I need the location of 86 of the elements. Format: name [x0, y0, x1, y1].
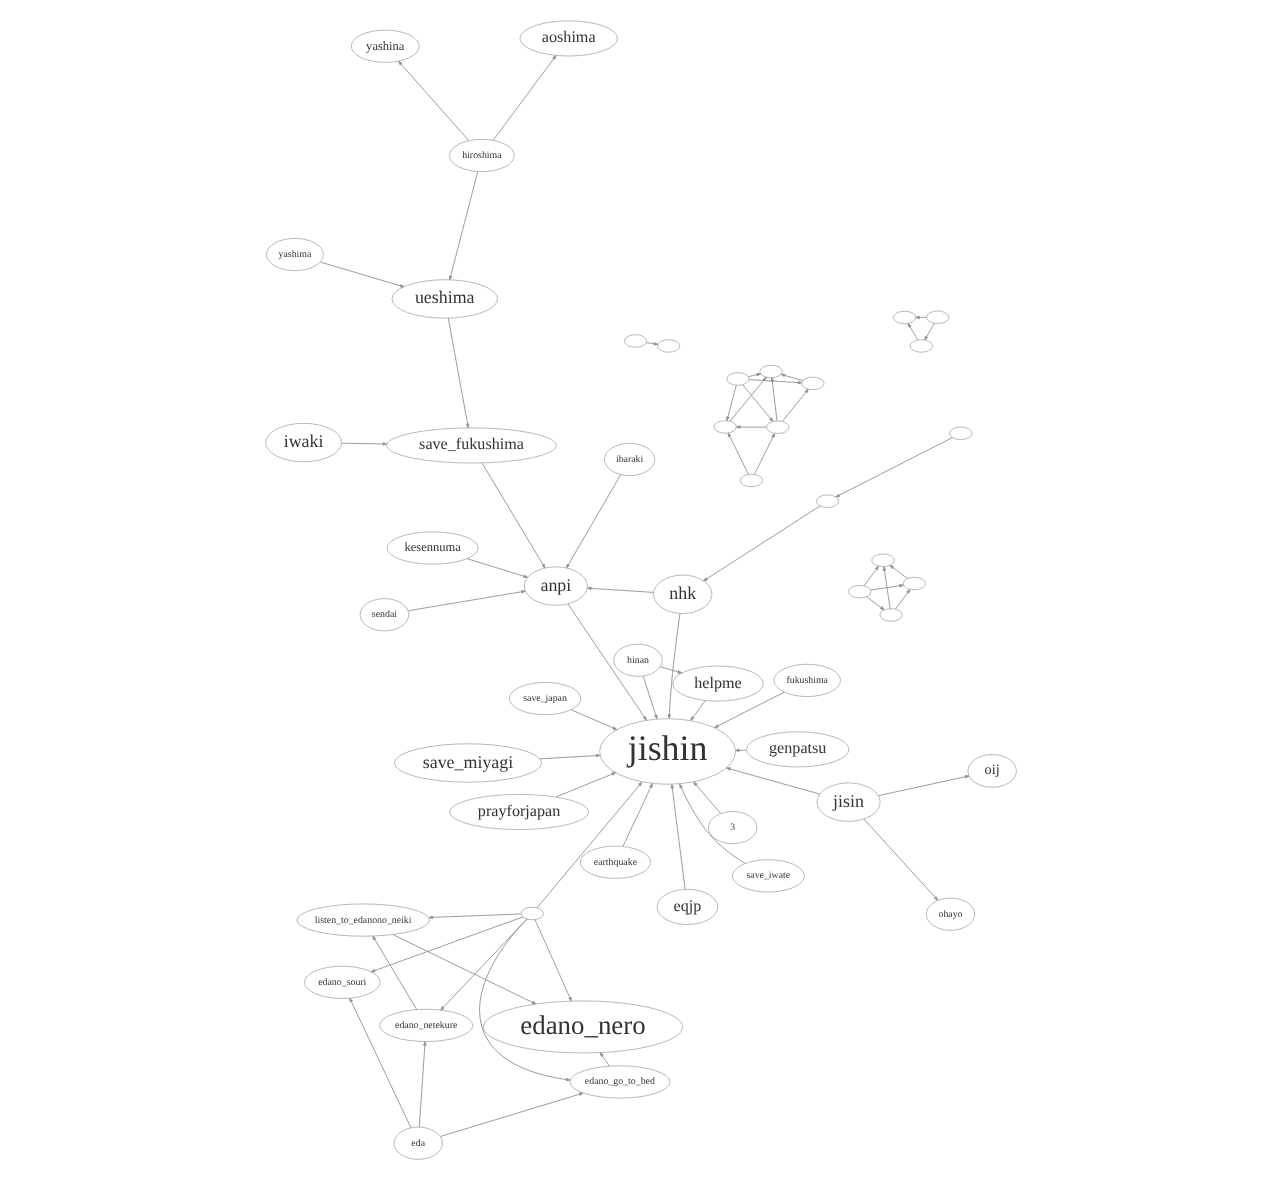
node-ellipse [800, 376, 824, 391]
arrow [862, 818, 938, 901]
arrow [535, 781, 642, 909]
node-ellipse: save_fukushima [385, 427, 556, 464]
arrow [894, 589, 910, 610]
arrow [371, 935, 417, 1010]
arrow [735, 425, 766, 429]
arrow [725, 767, 819, 795]
arrow [417, 1041, 426, 1128]
arrow [397, 60, 469, 141]
arrow [713, 691, 784, 728]
arrow [781, 388, 808, 422]
node-ellipse [925, 310, 949, 324]
node-ellipse [901, 576, 926, 591]
arrow [447, 171, 478, 281]
arrow [923, 322, 934, 341]
arrow [726, 432, 748, 475]
arrow [554, 772, 616, 798]
node-ellipse [622, 334, 647, 348]
arrow [427, 913, 521, 920]
node-ellipse: genpatsu [745, 731, 849, 768]
node-ellipse [712, 420, 736, 434]
arrow [348, 997, 411, 1129]
arrow [725, 384, 736, 421]
arrow [369, 916, 523, 973]
arrow [340, 442, 387, 446]
node-ellipse [908, 339, 933, 353]
arrow [465, 558, 527, 578]
arrow [689, 700, 705, 721]
node-ellipse: eqjp [655, 888, 718, 925]
arrow [741, 384, 773, 422]
arrow [391, 934, 536, 1005]
arrow [728, 376, 766, 422]
node-ellipse [758, 364, 782, 379]
arrow [446, 317, 469, 429]
node-ellipse [847, 584, 871, 599]
arrow [318, 261, 404, 288]
arrow [621, 783, 652, 847]
arrow [538, 753, 600, 760]
arrow [666, 612, 680, 719]
arrow [586, 586, 654, 593]
node-ellipse: iwaki [264, 422, 342, 463]
arrow [881, 566, 890, 610]
node-ellipse: ueshima [390, 279, 498, 319]
arrow [692, 781, 720, 814]
arrow [906, 323, 918, 341]
arrow [566, 603, 646, 721]
arrow [862, 565, 878, 587]
node-ellipse: save_miyagi [393, 743, 542, 783]
arrow [869, 584, 903, 591]
node-ellipse [725, 372, 749, 386]
arrow [480, 462, 545, 569]
arrow [569, 709, 617, 730]
arrow [478, 918, 570, 1082]
arrow [865, 596, 884, 611]
node-ellipse: prayforjapan [448, 793, 589, 830]
node-ellipse [738, 473, 763, 488]
arrow [491, 55, 556, 141]
arrow [641, 675, 657, 720]
arrow [734, 748, 746, 753]
arrow [888, 564, 907, 579]
node-ellipse [519, 906, 543, 921]
node-ellipse [891, 310, 916, 325]
arrow [439, 918, 527, 1011]
arrow [702, 505, 820, 582]
arrow [669, 784, 685, 890]
arrow [533, 919, 571, 1002]
arrow [753, 433, 775, 475]
node-ellipse [656, 339, 680, 353]
arrow [914, 315, 926, 320]
arrow [877, 775, 969, 797]
arrow [834, 437, 952, 498]
arrow [565, 474, 621, 569]
node-ellipse: aoshima [518, 20, 617, 57]
node-ellipse [765, 420, 789, 434]
arrow [678, 783, 745, 864]
arrow [439, 1092, 583, 1137]
arrow [644, 342, 658, 346]
arrow [658, 666, 682, 674]
node-ellipse: jisin [815, 782, 880, 822]
arrow [779, 373, 803, 381]
node-ellipse: helpme [671, 665, 763, 702]
arrow [746, 373, 760, 378]
arrow [598, 1052, 609, 1067]
arrow [406, 590, 525, 612]
node-ellipse [948, 426, 972, 440]
